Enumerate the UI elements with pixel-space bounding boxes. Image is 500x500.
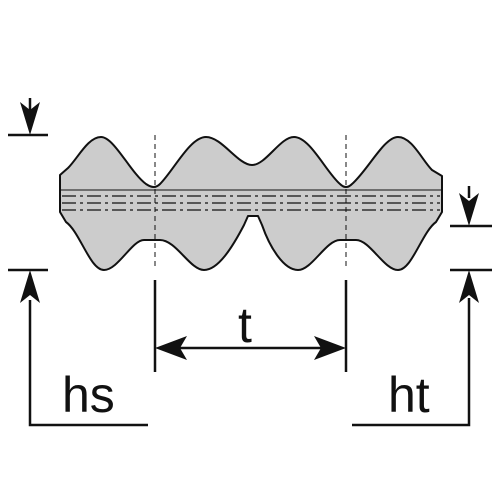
hs-arrow-up-icon <box>20 270 40 303</box>
belt-height-dimension <box>8 98 148 427</box>
pitch-dimension-arrow <box>155 336 346 360</box>
ht-leader-bottom <box>352 298 471 427</box>
tooth-height-dimension <box>352 186 492 427</box>
hs-arrow-down-icon <box>20 102 40 135</box>
tooth-height-label: ht <box>388 367 430 423</box>
hs-leader-bottom <box>28 300 148 427</box>
pitch-arrow-head-right <box>314 336 346 360</box>
pitch-label: t <box>238 297 252 353</box>
pitch-lines <box>62 195 440 211</box>
tooth-centerlines <box>154 135 347 270</box>
ht-arrow-down-icon <box>459 193 479 226</box>
ht-arrow-up-icon <box>459 270 479 303</box>
pitch-arrow-head-left <box>155 336 187 360</box>
pitch-extension-lines <box>153 280 348 372</box>
belt-height-label: hs <box>62 367 115 423</box>
